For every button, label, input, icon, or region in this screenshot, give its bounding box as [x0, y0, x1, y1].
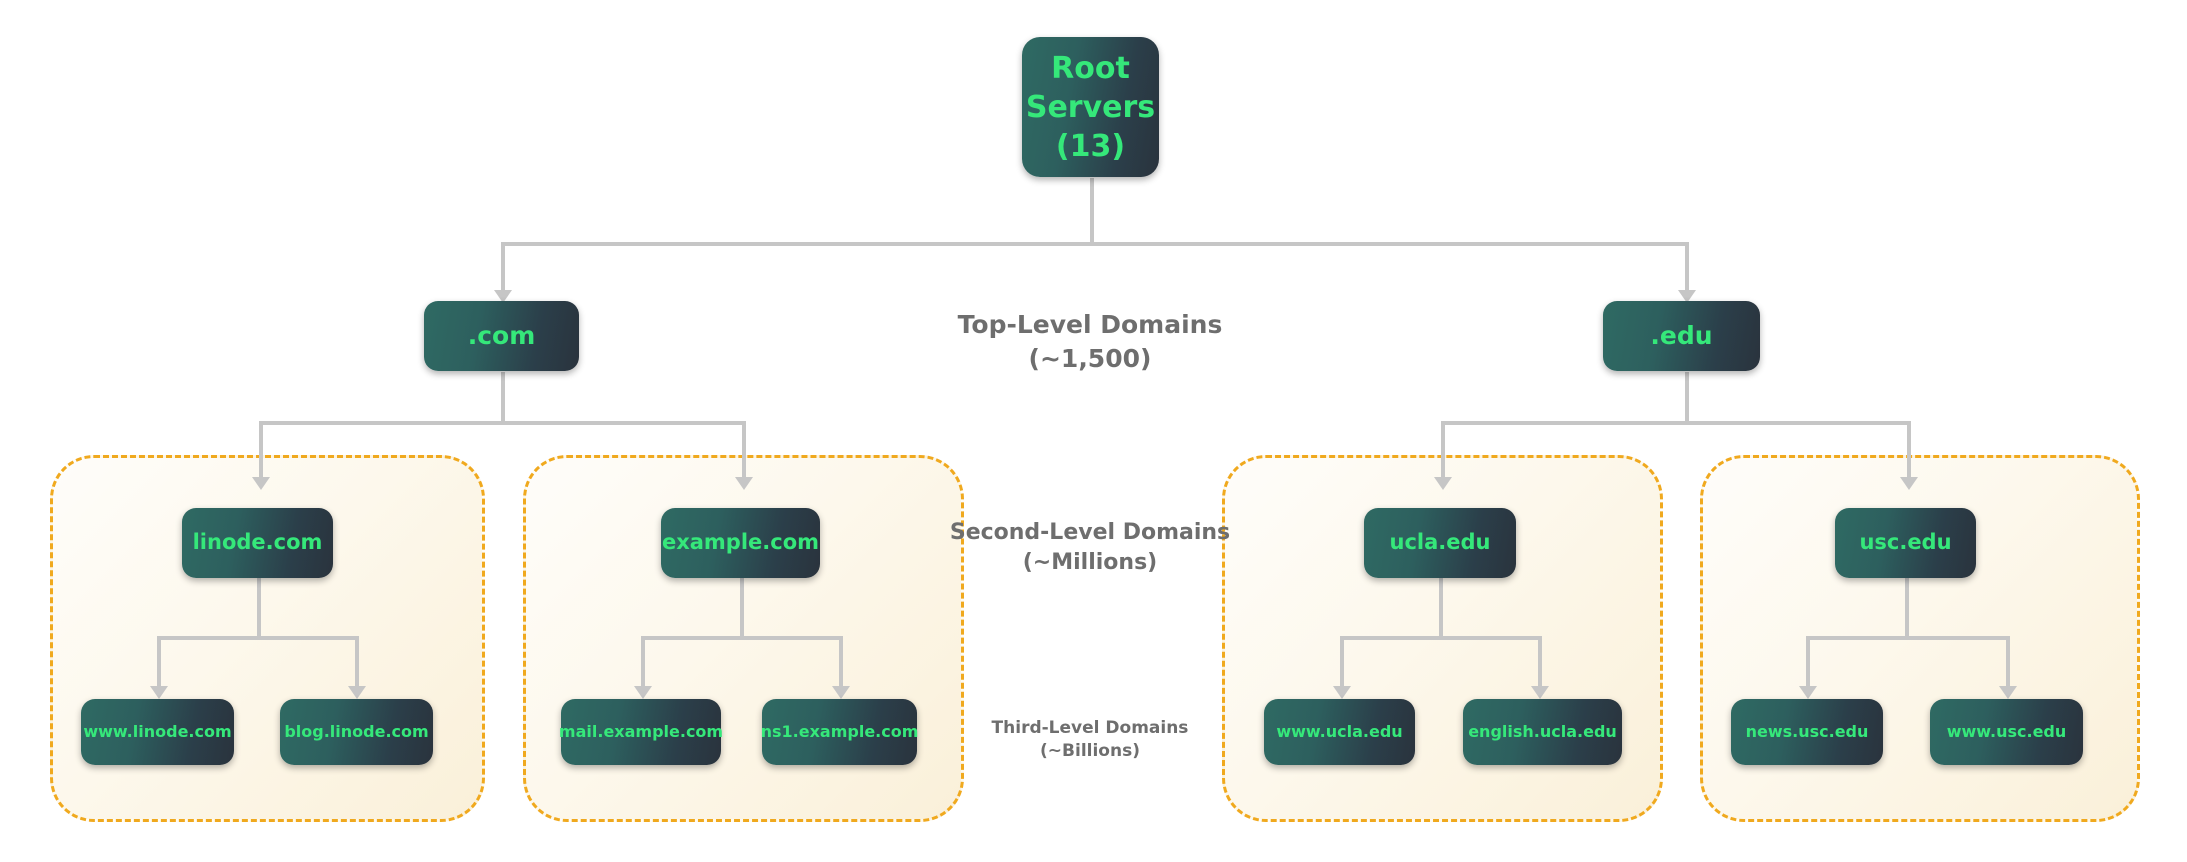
connector-ucla-to-english: [1538, 636, 1542, 688]
node-thd-english-ucla-edu[interactable]: english.ucla.edu: [1463, 699, 1622, 765]
node-thd-mail-example-com[interactable]: mail.example.com: [559, 699, 723, 765]
caption-second-level-domains: Second-Level Domains (~Millions): [949, 520, 1231, 575]
arrow-com-to-linode: [252, 477, 270, 490]
connector-edu-stem: [1685, 372, 1689, 424]
node-root-servers[interactable]: Root Servers (13): [1022, 37, 1159, 177]
connector-root-to-com: [501, 242, 505, 292]
node-sld-linode-com[interactable]: linode.com: [182, 508, 333, 578]
connector-linode-to-blog: [355, 636, 359, 688]
connector-com-bus: [259, 421, 746, 425]
connector-root-to-edu: [1685, 242, 1689, 292]
arrow-root-to-com: [494, 290, 512, 303]
arrow-edu-to-ucla: [1434, 477, 1452, 490]
caption-top-level-domains: Top-Level Domains (~1,500): [957, 310, 1223, 373]
connector-example-to-mail: [641, 636, 645, 688]
arrow-example-to-ns1: [832, 686, 850, 699]
connector-usc-bus: [1806, 636, 2010, 640]
connector-root-stem: [1090, 178, 1094, 244]
arrow-ucla-to-www: [1333, 686, 1351, 699]
arrow-usc-to-news: [1799, 686, 1817, 699]
connector-root-bus: [501, 242, 1689, 246]
node-thd-ns1-example-com[interactable]: ns1.example.com: [761, 699, 918, 765]
node-thd-news-usc-edu[interactable]: news.usc.edu: [1731, 699, 1883, 765]
connector-ucla-stem: [1439, 578, 1443, 638]
connector-example-bus: [641, 636, 843, 640]
connector-ucla-bus: [1340, 636, 1542, 640]
node-thd-blog-linode-com[interactable]: blog.linode.com: [280, 699, 433, 765]
node-tld-com[interactable]: .com: [424, 301, 579, 371]
node-sld-example-com[interactable]: example.com: [661, 508, 820, 578]
connector-linode-stem: [257, 578, 261, 638]
connector-example-to-ns1: [839, 636, 843, 688]
connector-com-stem: [501, 372, 505, 424]
arrow-edu-to-usc: [1900, 477, 1918, 490]
arrow-linode-to-blog: [348, 686, 366, 699]
node-sld-ucla-edu[interactable]: ucla.edu: [1364, 508, 1516, 578]
connector-usc-stem: [1905, 578, 1909, 638]
node-thd-www-linode-com[interactable]: www.linode.com: [81, 699, 234, 765]
arrow-usc-to-www: [1999, 686, 2017, 699]
node-tld-edu[interactable]: .edu: [1603, 301, 1760, 371]
arrow-root-to-edu: [1678, 290, 1696, 303]
connector-usc-to-news: [1806, 636, 1810, 688]
connector-ucla-to-www: [1340, 636, 1344, 688]
arrow-linode-to-www: [150, 686, 168, 699]
node-thd-www-usc-edu[interactable]: www.usc.edu: [1930, 699, 2083, 765]
connector-edu-bus: [1441, 421, 1911, 425]
connector-edu-to-usc: [1907, 421, 1911, 479]
connector-com-to-example: [742, 421, 746, 479]
caption-third-level-domains: Third-Level Domains (~Billions): [991, 718, 1189, 761]
connector-linode-to-www: [157, 636, 161, 688]
node-thd-www-ucla-edu[interactable]: www.ucla.edu: [1264, 699, 1415, 765]
connector-example-stem: [740, 578, 744, 638]
node-sld-usc-edu[interactable]: usc.edu: [1835, 508, 1976, 578]
arrow-ucla-to-english: [1531, 686, 1549, 699]
connector-linode-bus: [157, 636, 359, 640]
connector-edu-to-ucla: [1441, 421, 1445, 479]
connector-com-to-linode: [259, 421, 263, 479]
arrow-example-to-mail: [634, 686, 652, 699]
connector-usc-to-www: [2006, 636, 2010, 688]
arrow-com-to-example: [735, 477, 753, 490]
